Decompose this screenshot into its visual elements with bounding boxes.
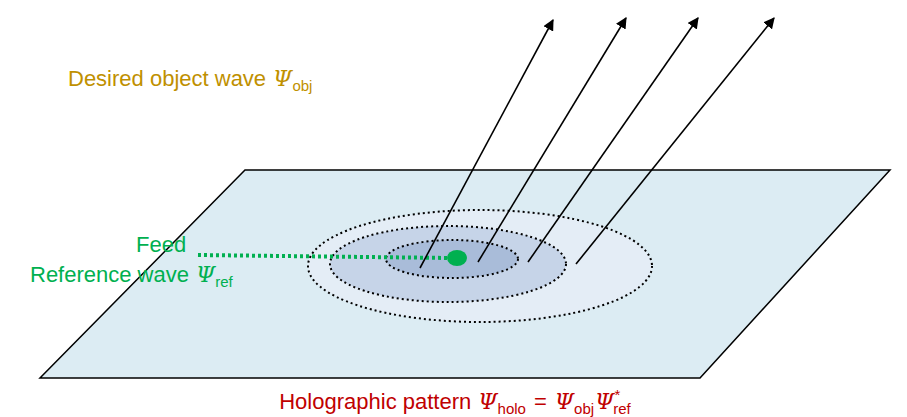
middle-fringe bbox=[330, 226, 566, 302]
label-text: Desired object wave bbox=[68, 66, 266, 91]
index-text: ref bbox=[215, 273, 233, 290]
object-wave-rays bbox=[420, 18, 774, 268]
label-text: Feed bbox=[136, 232, 186, 257]
label-text: Holographic pattern bbox=[279, 389, 471, 414]
object-wave-label: Desired object wave Ψobj bbox=[68, 66, 312, 99]
feed-label: Feed bbox=[136, 232, 186, 258]
label-text: Reference wave bbox=[30, 262, 189, 287]
label-text: = bbox=[534, 389, 547, 414]
label-text: Ψ bbox=[555, 389, 574, 414]
label-text: Ψ bbox=[478, 389, 497, 414]
label-text: Ψ bbox=[595, 389, 614, 414]
outer-fringe bbox=[308, 210, 652, 322]
index-text: holo bbox=[498, 400, 526, 417]
inner-fringe bbox=[386, 240, 518, 278]
index-text: ref bbox=[613, 400, 631, 417]
label-text: Ψ bbox=[273, 66, 292, 91]
index-text: obj bbox=[292, 77, 312, 94]
label-text: Ψ bbox=[196, 262, 215, 287]
hologram-formula: Holographic patternΨholo=ΨobjΨ*ref bbox=[279, 382, 631, 417]
reference-wave-label: Reference wave Ψref bbox=[30, 262, 233, 295]
feed-dot bbox=[447, 250, 467, 266]
index-text: obj bbox=[574, 400, 594, 417]
feed-pointer bbox=[198, 255, 450, 258]
